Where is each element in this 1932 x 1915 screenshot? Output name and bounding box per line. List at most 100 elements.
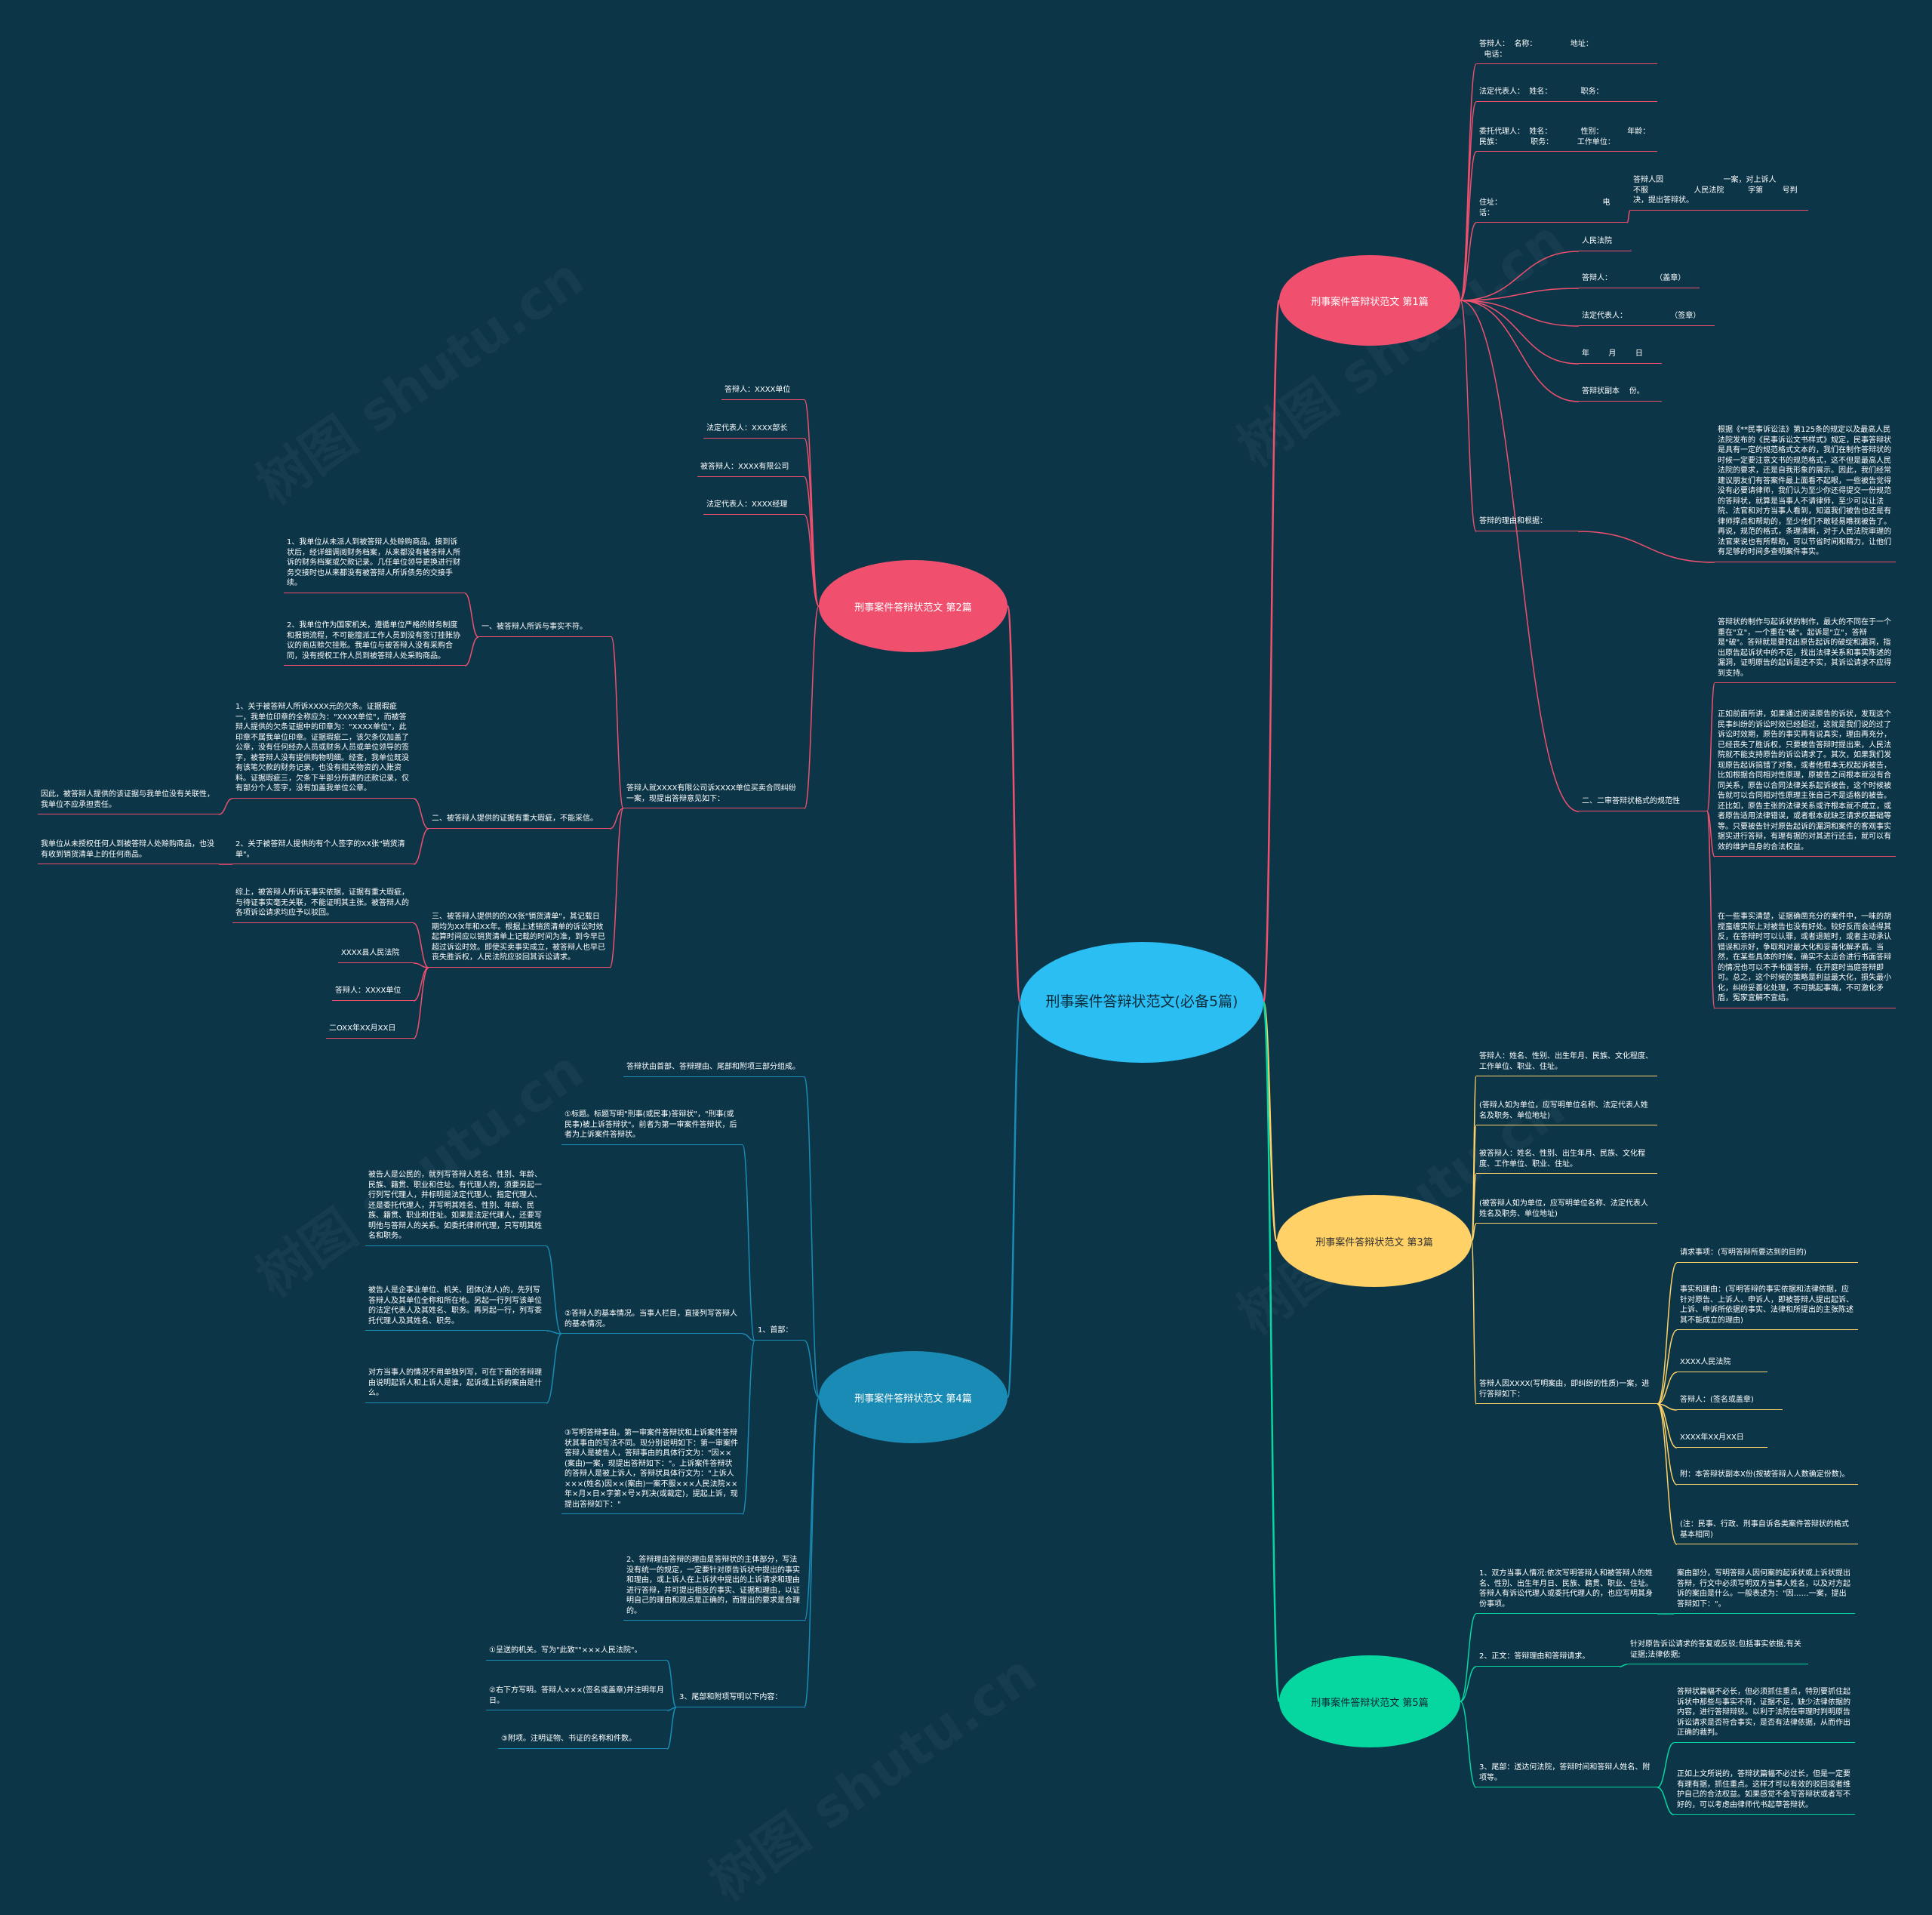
connector [1460,300,1580,812]
connector [742,1144,755,1341]
branch-4[interactable]: 刑事案件答辩状范文 第4篇 [819,1351,1008,1443]
leaf-b1-5[interactable]: 人民法院 [1579,236,1632,251]
leaf-b5-3b[interactable]: 正如上文所说的，答辩状篇幅不必过长，但是一定要有理有据，抓住重点。这样才可以有效… [1674,1769,1855,1815]
leaf-b2-5c4[interactable]: 二OXX年XX月XX日 [326,1024,414,1039]
leaf-b1-11b[interactable]: 正如前面所讲，如果通过阅读原告的诉状，发现这个民事纠纷的诉讼时效已经超过，这就是… [1715,710,1896,857]
leaf-b1-6[interactable]: 答辩人： （盖章） [1579,273,1700,288]
leaf-b2-5b1a[interactable]: 因此，被答辩人提供的该证据与我单位没有关联性，我单位不应承担责任。 [38,790,219,814]
connector [1657,1372,1678,1405]
leaf-b4-2[interactable]: 2、答辩理由答辩的理由是答辩状的主体部分，写法没有统一的规定，一定要针对原告诉状… [623,1555,804,1621]
connector [1460,300,1477,532]
leaf-b3-2[interactable]: (答辩人如为单位，应写明单位名称、法定代表人姓名及职务、单位地址) [1476,1101,1657,1125]
leaf-b3-3[interactable]: 被答辩人：姓名、性别、出生年月、民族、文化程度、工作单位、职业、住址。 [1476,1149,1657,1174]
leaf-b4-3a[interactable]: ①呈送的机关。写为"此致""×××人民法院"。 [486,1646,667,1661]
leaf-b1-2[interactable]: 法定代表人： 姓名： 职务： [1476,87,1657,102]
leaf-b4-0[interactable]: 答辩状由首部、答辩理由、尾部和附项三部分组成。 [623,1062,804,1077]
connector [1471,1240,1477,1405]
leaf-b1-11c[interactable]: 在一些事实清楚，证据确凿充分的案件中，一味的胡搅蛮缠实际上对被告也没有好处。较好… [1715,912,1896,1008]
connector [1657,1403,1678,1545]
connector [1577,531,1715,563]
connector [413,962,429,968]
leaf-b3-5c[interactable]: XXXX人民法院 [1677,1357,1767,1372]
connector [1460,101,1477,301]
leaf-b5-3a[interactable]: 答辩状篇幅不必长，但必须抓住重点，特别要抓住起诉状中那些与事实不符，证据不足，缺… [1674,1687,1855,1743]
connector [1460,288,1580,301]
leaf-b1-1[interactable]: 答辩人： 名称： 地址： 电话： [1476,39,1657,64]
leaf-b5-1a[interactable]: 案由部分，写明答辩人因何案的起诉状或上诉状提出答辩，行文中必须写明双方当事人姓名… [1674,1569,1855,1614]
leaf-b4-1b3[interactable]: 对方当事人的情况不用单独列写，可在下面的答辩理由说明起诉人和上诉人是谁，起诉或上… [365,1368,546,1403]
leaf-b1-11[interactable]: 二、二审答辩状格式的规范性 [1579,796,1707,811]
connector [804,1396,820,1621]
connector [1006,605,1022,1004]
leaf-b4-3c[interactable]: ③附项。注明证物、书证的名称和件数。 [498,1734,667,1749]
connector [1657,1742,1675,1788]
leaf-b2-5a1[interactable]: 1、我单位从未派人到被答辩人处赊购商品。接到诉状后，经详细调阅财务档案，从来都没… [284,537,465,593]
leaf-b2-5b[interactable]: 二、被答辩人提供的证据有重大瑕疵，不能采信。 [429,814,610,829]
leaf-b1-10[interactable]: 答辩的理由和根据： [1476,516,1578,531]
leaf-b3-5e[interactable]: XXXX年XX月XX日 [1677,1433,1767,1448]
leaf-b1-9[interactable]: 答辩状副本 份。 [1579,386,1662,402]
leaf-b4-1b2[interactable]: 被告人是企事业单位、机关、团体(法人)的，先列写答辩人及其单位全称和所在地。另起… [365,1285,546,1331]
leaf-b2-5b2a[interactable]: 我单位从未授权任何人到被答辩人处赊购商品，也没有收到销货清单上的任何商品。 [38,839,219,864]
leaf-b1-4[interactable]: 住址： 电话： [1476,198,1627,223]
leaf-b1-10a[interactable]: 根据《**民事诉讼法》第125条的规定以及最高人民法院发布的《民事诉讼文书样式》… [1715,425,1896,562]
connector [1262,1001,1281,1703]
leaf-b4-3[interactable]: 3、尾部和附项写明以下内容： [676,1692,804,1707]
leaf-b3-1[interactable]: 答辩人：姓名、性别、出生年月、民族、文化程度、工作单位、职业、住址。 [1476,1051,1657,1076]
connector [1706,811,1715,857]
leaf-b3-5b[interactable]: 事实和理由：(写明答辩的事实依据和法律依据，应针对原告、上诉人、申诉人，即被答辩… [1677,1285,1858,1330]
leaf-b2-5c1[interactable]: 综上，被答辩人所诉无事实依据，证据有重大瑕疵，与待证事实毫无关联，不能证明其主张… [232,888,414,923]
leaf-b3-5d[interactable]: 答辩人：(签名或盖章) [1677,1395,1783,1410]
leaf-b4-1[interactable]: 1、首部： [755,1325,804,1341]
leaf-b4-3b[interactable]: ②右下方写明。答辩人×××(签名或盖章)并注明年月日。 [486,1686,667,1710]
connector [666,1660,677,1708]
connector [413,798,429,830]
leaf-b2-5[interactable]: 答辩人就XXXX有限公司诉XXXX单位买卖合同纠纷一案，现提出答辩意见如下： [623,784,804,808]
leaf-b2-5c2[interactable]: XXXX县人民法院 [338,948,414,963]
leaf-b4-1c[interactable]: ③写明答辩事由。第一审案件答辩状和上诉案件答辩状其事由的写法不同。现分别说明如下… [561,1428,743,1514]
leaf-b1-8[interactable]: 年 月 日 [1579,349,1662,364]
leaf-b2-2[interactable]: 法定代表人：XXXX部长 [703,423,804,439]
root-topic[interactable]: 刑事案件答辩状范文(必备5篇) [1020,942,1263,1063]
leaf-b4-1b[interactable]: ②答辩人的基本情况。当事人栏目，直接列写答辩人的基本情况。 [561,1309,743,1334]
connector [1657,1262,1678,1405]
leaf-b3-5g[interactable]: (注：民事、行政、刑事自诉各类案件答辩状的格式基本相同) [1677,1519,1858,1544]
leaf-b2-5a[interactable]: 一、被答辩人所诉与事实不符。 [478,622,611,637]
connector [1619,1664,1628,1667]
leaf-b5-2a[interactable]: 针对原告诉讼请求的答复或反驳;包括事实依据;有关证据;法律依据; [1627,1639,1808,1664]
leaf-b2-5c[interactable]: 三、被答辩人提供的的XX张"销货清单"，其记载日期均为XX年和XX年。根据上述销… [429,912,610,968]
leaf-b2-4[interactable]: 法定代表人：XXXX经理 [703,500,804,515]
leaf-b1-11a[interactable]: 答辩状的制作与起诉状的制作，最大的不同在于一个重在"立"，一个重在"破"。起诉是… [1715,617,1896,683]
leaf-b2-1[interactable]: 答辩人：XXXX单位 [721,385,804,400]
leaf-b5-3[interactable]: 3、尾部：送达何法院，答辩时间和答辩人姓名、附项等。 [1476,1763,1657,1787]
branch-5[interactable]: 刑事案件答辩状范文 第5篇 [1279,1655,1460,1747]
connector [1460,300,1580,402]
connector [1006,1001,1022,1399]
connector-lines [218,63,1715,1815]
connector [1706,682,1715,812]
connector [666,1707,677,1750]
leaf-b4-1b1[interactable]: 被告人是公民的，就列写答辩人姓名、性别、年龄、民族、籍贯、职业和住址。有代理人的… [365,1170,546,1246]
connector [742,1333,755,1341]
leaf-b2-3[interactable]: 被答辩人：XXXX有限公司 [697,462,804,477]
branch-3[interactable]: 刑事案件答辩状范文 第3篇 [1277,1195,1472,1287]
leaf-b1-7[interactable]: 法定代表人： （签章） [1579,311,1715,326]
branch-1[interactable]: 刑事案件答辩状范文 第1篇 [1279,255,1460,346]
leaf-b3-4[interactable]: (被答辩人如为单位，应写明单位名称、法定代表人姓名及职务、单位地址) [1476,1199,1657,1224]
leaf-b5-1[interactable]: 1、双方当事人情况:依次写明答辩人和被答辩人的姓名、性别、出生年月日、民族、籍贯… [1476,1569,1657,1614]
leaf-b2-5b1[interactable]: 1、关于被答辩人所诉XXXX元的欠条。证据瑕疵一，我单位印章的全称应为："XXX… [232,702,414,799]
leaf-b1-3[interactable]: 委托代理人： 姓名： 性别： 年龄： 民族： 职务： 工作单位： [1476,127,1657,152]
leaf-b3-5[interactable]: 答辩人因XXXX(写明案由，即纠纷的性质)一案，进行答辩如下： [1476,1379,1657,1404]
leaf-b3-5a[interactable]: 请求事项：(写明答辩所要达到的目的) [1677,1248,1858,1263]
leaf-b4-1a[interactable]: ①标题。标题写明"刑事(或民事)答辩状"，"刑事(或民事)被上诉答辩状"。前者为… [561,1110,743,1145]
leaf-b2-5c3[interactable]: 答辩人：XXXX单位 [332,986,414,1001]
leaf-b5-2[interactable]: 2、正文：答辩理由和答辩请求。 [1476,1652,1620,1667]
leaf-b2-5b2[interactable]: 2、关于被答辩人提供的有个人签字的XX张"销货清单"。 [232,839,414,864]
connector [804,1076,820,1398]
connector [1471,1223,1477,1242]
leaf-b2-5a2[interactable]: 2、我单位作为国家机关，遵循单位严格的财务制度和报销流程，不可能擅派工作人员到没… [284,620,465,666]
leaf-b3-5f[interactable]: 附：本答辩状副本X份(按被答辩人人数确定份数)。 [1677,1470,1858,1485]
connector [1460,222,1477,301]
leaf-b1-4a[interactable]: 答辩人因 一案，对上诉人 不服 人民法院 字第 号判决，提出答辩状。 [1630,175,1808,211]
branch-2[interactable]: 刑事案件答辩状范文 第2篇 [819,560,1008,652]
